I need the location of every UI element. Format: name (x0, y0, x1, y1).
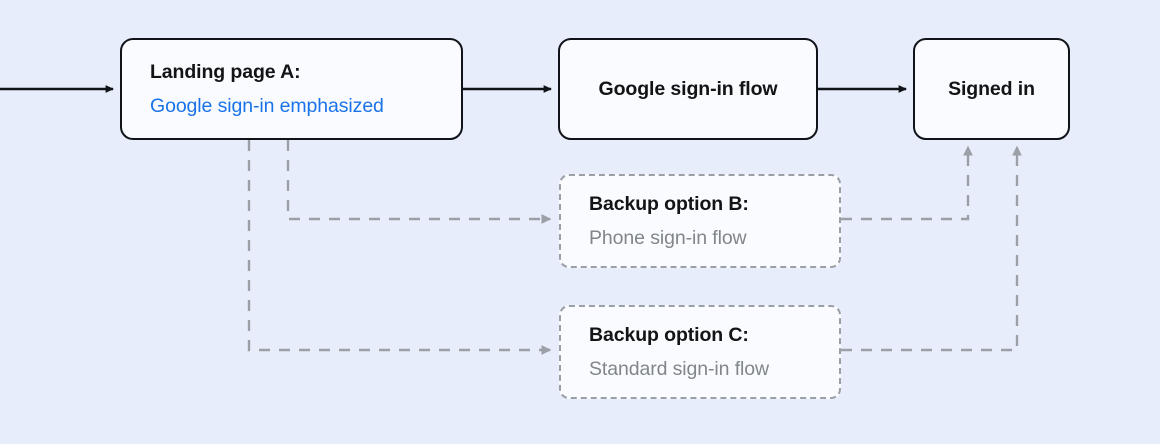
edge-backup-b-to-signed-in (841, 145, 973, 221)
node-signed-in[interactable]: Signed in (913, 38, 1070, 140)
edge-backup-c-to-signed-in (841, 145, 1022, 352)
node-google-sign-in-flow[interactable]: Google sign-in flow (558, 38, 818, 140)
node-signed-in-title: Signed in (948, 77, 1035, 100)
node-backup-option-b[interactable]: Backup option B: Phone sign-in flow (559, 174, 841, 268)
node-google-sign-in-flow-title: Google sign-in flow (598, 77, 778, 100)
node-backup-option-c-subtitle: Standard sign-in flow (589, 357, 769, 380)
node-backup-option-b-title: Backup option B: (589, 193, 749, 216)
edge-landing-a-to-backup-b (286, 140, 552, 224)
node-backup-option-b-subtitle: Phone sign-in flow (589, 226, 747, 249)
node-landing-page-a-subtitle: Google sign-in emphasized (150, 94, 384, 117)
node-landing-page-a-title: Landing page A: (150, 61, 301, 84)
node-landing-page-a[interactable]: Landing page A: Google sign-in emphasize… (120, 38, 463, 140)
node-backup-option-c[interactable]: Backup option C: Standard sign-in flow (559, 305, 841, 399)
edge-landing-a-to-backup-c (247, 140, 552, 355)
node-backup-option-c-title: Backup option C: (589, 324, 749, 347)
